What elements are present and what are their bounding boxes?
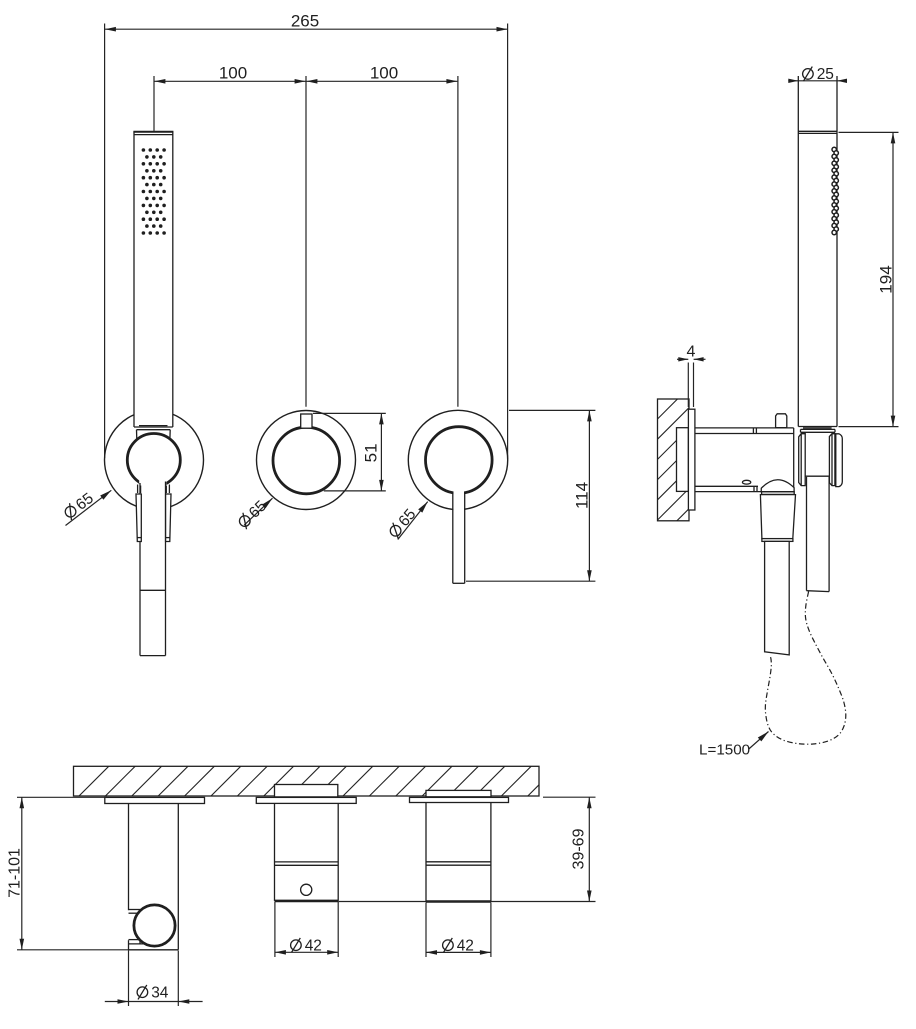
svg-text:4: 4 — [687, 344, 696, 361]
svg-text:100: 100 — [219, 64, 247, 83]
svg-text:34: 34 — [151, 985, 169, 1002]
svg-text:71-101: 71-101 — [7, 848, 24, 898]
svg-text:25: 25 — [817, 66, 834, 83]
svg-text:51: 51 — [362, 443, 381, 462]
svg-text:114: 114 — [573, 482, 592, 509]
svg-text:39-69: 39-69 — [571, 828, 588, 869]
svg-text:265: 265 — [291, 12, 319, 31]
svg-text:L=1500: L=1500 — [699, 742, 750, 759]
svg-text:100: 100 — [370, 64, 398, 83]
svg-text:42: 42 — [305, 938, 322, 955]
svg-text:194: 194 — [877, 265, 896, 293]
svg-text:42: 42 — [457, 938, 474, 955]
